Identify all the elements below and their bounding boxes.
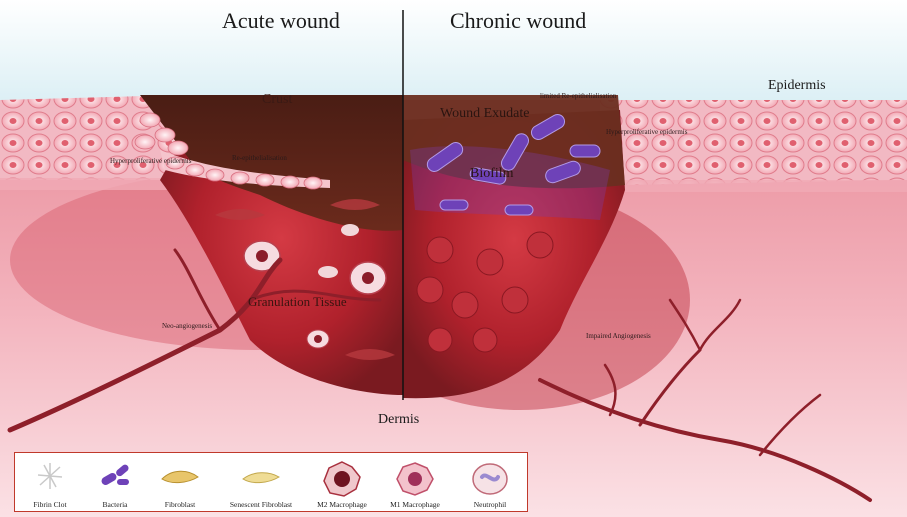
hyperproliferative-right-label: Hyperproliferative epidermis	[606, 128, 687, 136]
legend-item-fibrin-clot: Fibrin Clot	[15, 453, 85, 513]
legend-item-bacteria: Bacteria	[85, 453, 145, 513]
crust-label: Crust	[262, 92, 292, 108]
legend-label: Neutrophil	[453, 500, 527, 509]
re-epithelialisation-label: Re-epithelialisation	[232, 154, 287, 162]
biofilm-label: Biofilm	[470, 166, 514, 182]
bacteria-icon	[95, 459, 135, 493]
fibrin-clot-icon	[30, 459, 70, 493]
wound-exudate-label: Wound Exudate	[440, 106, 529, 122]
legend-label: M2 Macrophage	[307, 500, 377, 509]
legend: Fibrin Clot Bacteria Fibroblast Senescen…	[14, 452, 528, 512]
senescent-fibroblast-icon	[239, 459, 283, 493]
hyperproliferative-left-label: Hyperproliferative epidermis	[110, 157, 191, 165]
limited-re-epithelialisation-label: limited Re-epithelialisation	[540, 92, 616, 100]
fibroblast-icon	[158, 459, 202, 493]
impaired-angiogenesis-label: Impaired Angiogenesis	[586, 332, 651, 340]
legend-label: Fibroblast	[145, 500, 215, 509]
legend-label: Senescent Fibroblast	[215, 500, 307, 509]
chronic-wound-heading: Chronic wound	[450, 8, 586, 34]
epidermis-label: Epidermis	[768, 78, 826, 94]
granulation-tissue-label: Granulation Tissue	[248, 294, 347, 310]
dermis-label: Dermis	[378, 412, 419, 428]
neo-angiogenesis-label: Neo-angiogenesis	[162, 322, 212, 330]
legend-label: M1 Macrophage	[377, 500, 453, 509]
m1-macrophage-icon	[393, 459, 437, 499]
legend-item-neutrophil: Neutrophil	[453, 453, 527, 513]
legend-label: Fibrin Clot	[15, 500, 85, 509]
legend-item-m1-macrophage: M1 Macrophage	[377, 453, 453, 513]
legend-item-senescent-fibroblast: Senescent Fibroblast	[215, 453, 307, 513]
legend-item-m2-macrophage: M2 Macrophage	[307, 453, 377, 513]
acute-wound-heading: Acute wound	[222, 8, 340, 34]
neutrophil-icon	[468, 459, 512, 499]
m2-macrophage-icon	[320, 459, 364, 499]
legend-item-fibroblast: Fibroblast	[145, 453, 215, 513]
legend-label: Bacteria	[85, 500, 145, 509]
